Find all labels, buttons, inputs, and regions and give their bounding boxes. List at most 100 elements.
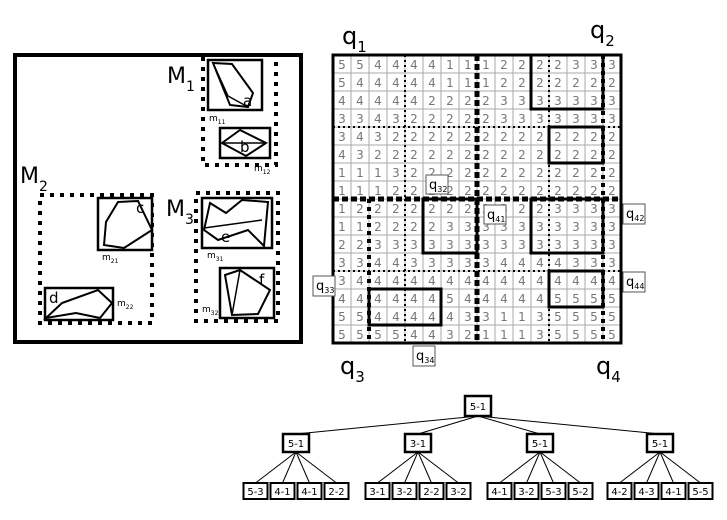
grid-cell-value: 2 — [482, 130, 490, 144]
tree-edge — [417, 415, 479, 435]
tree-edge — [417, 451, 459, 484]
grid-cell-value: 2 — [482, 166, 490, 180]
grid-cell-value: 3 — [554, 220, 562, 234]
svg-text:5-3: 5-3 — [247, 487, 263, 498]
mbr-label-m22: m22 — [117, 299, 134, 311]
quadrant-label-q4: q4 — [596, 352, 621, 386]
grid-cell-value: 1 — [356, 184, 364, 198]
grid-cell-value: 3 — [482, 310, 490, 324]
grid-cell-value: 3 — [446, 220, 454, 234]
grid-cell-value: 5 — [554, 328, 562, 342]
tree-edge — [539, 451, 554, 484]
tree-leaf-node: 4-2 — [606, 482, 633, 500]
grid-cell-value: 3 — [464, 238, 472, 252]
mbr-label-m12: m12 — [254, 164, 271, 176]
tree-edge — [417, 451, 432, 484]
tree-leaf-node: 3-2 — [445, 482, 472, 500]
grid-cell-value: 3 — [338, 274, 346, 288]
group-label-m2: M2 — [20, 164, 48, 195]
object-label-f: f — [259, 271, 265, 289]
grid-cell-value: 1 — [356, 220, 364, 234]
grid-cell-value: 2 — [518, 130, 526, 144]
object-e-inner-line — [203, 219, 263, 229]
grid-cell-value: 2 — [464, 148, 472, 162]
grid-cell-value: 5 — [356, 310, 364, 324]
grid-cell-value: 5 — [572, 310, 580, 324]
grid-cell-value: 4 — [428, 292, 436, 306]
grid-cell-value: 3 — [554, 112, 562, 126]
grid-cell-value: 5 — [338, 76, 346, 90]
grid-cell-value: 2 — [392, 130, 400, 144]
grid-cell-value: 2 — [410, 166, 418, 180]
grid-cell-value: 4 — [356, 94, 364, 108]
grid-cell-value: 3 — [410, 238, 418, 252]
mbr-label-m31: m31 — [207, 251, 224, 263]
object-a-inner-line — [212, 62, 249, 108]
grid-cell-value: 2 — [410, 130, 418, 144]
svg-text:5-1: 5-1 — [288, 439, 304, 450]
tree-edge — [295, 415, 479, 435]
grid-cell-value: 4 — [410, 94, 418, 108]
svg-text:5-5: 5-5 — [692, 487, 708, 498]
grid-cell-value: 2 — [482, 184, 490, 198]
grid-cell-value: 3 — [356, 256, 364, 270]
tree-leaf-node: 5-5 — [687, 482, 714, 500]
grid-cell-value: 4 — [536, 274, 544, 288]
tree-leaf-node: 5-3 — [242, 482, 269, 500]
group-label-m1: M1 — [167, 64, 195, 95]
grid-cell-value: 2 — [410, 148, 418, 162]
grid-cell-value: 2 — [446, 166, 454, 180]
tree-leaf-node: 4-1 — [486, 482, 513, 500]
grid-cell-value: 3 — [608, 238, 616, 252]
grid-cell-value: 3 — [428, 238, 436, 252]
grid-cell-value: 2 — [464, 184, 472, 198]
tree-edge — [255, 451, 297, 484]
grid-cell-value: 4 — [446, 274, 454, 288]
object-f-shape — [223, 268, 272, 317]
svg-text:q44: q44 — [626, 275, 644, 291]
grid-cell-value: 3 — [356, 148, 364, 162]
grid-cell-value: 3 — [518, 94, 526, 108]
grid-cell-value: 3 — [536, 328, 544, 342]
grid-cell-value: 2 — [572, 76, 580, 90]
svg-text:3-1: 3-1 — [369, 487, 385, 498]
grid-cell-value: 2 — [356, 202, 364, 216]
grid-cell-value: 3 — [572, 256, 580, 270]
grid-cell-value: 2 — [392, 148, 400, 162]
svg-text:5-1: 5-1 — [470, 402, 486, 413]
grid-cell-value: 4 — [374, 292, 382, 306]
grid-cell-value: 2 — [608, 184, 616, 198]
grid-cell-value: 1 — [500, 328, 508, 342]
grid-cell-value: 2 — [536, 166, 544, 180]
object-label-d: d — [49, 289, 59, 307]
grid-cell-value: 2 — [590, 130, 598, 144]
grid-cell-value: 4 — [428, 310, 436, 324]
grid-cell-value: 2 — [392, 202, 400, 216]
quadrant-dividers — [333, 55, 621, 343]
tree-child-node: 3-1 — [403, 432, 433, 454]
subquadrant-tag-q34: q34 — [412, 345, 436, 367]
grid-cell-value: 2 — [356, 238, 364, 252]
grid-cell-value: 2 — [482, 112, 490, 126]
grid-cell-value: 4 — [572, 274, 580, 288]
grid-cell-value: 3 — [338, 130, 346, 144]
grid-cell-value: 4 — [500, 292, 508, 306]
grid-cell-value: 2 — [374, 220, 382, 234]
grid-cell-value: 1 — [338, 220, 346, 234]
grid-cell-value: 2 — [464, 328, 472, 342]
grid-cell-value: 5 — [338, 310, 346, 324]
svg-text:2-2: 2-2 — [423, 487, 439, 498]
grid-cell-value: 2 — [374, 202, 382, 216]
grid-cell-value: 1 — [464, 58, 472, 72]
grid-cell-value: 4 — [374, 76, 382, 90]
grid-cell-value: 3 — [536, 238, 544, 252]
grid-cell-value: 4 — [338, 148, 346, 162]
grid-cell-value: 2 — [518, 166, 526, 180]
tree-child-node: 5-1 — [525, 432, 555, 454]
grid-cell-value: 4 — [356, 76, 364, 90]
grid-cell-value: 2 — [554, 148, 562, 162]
grid-cell-value: 4 — [554, 256, 562, 270]
